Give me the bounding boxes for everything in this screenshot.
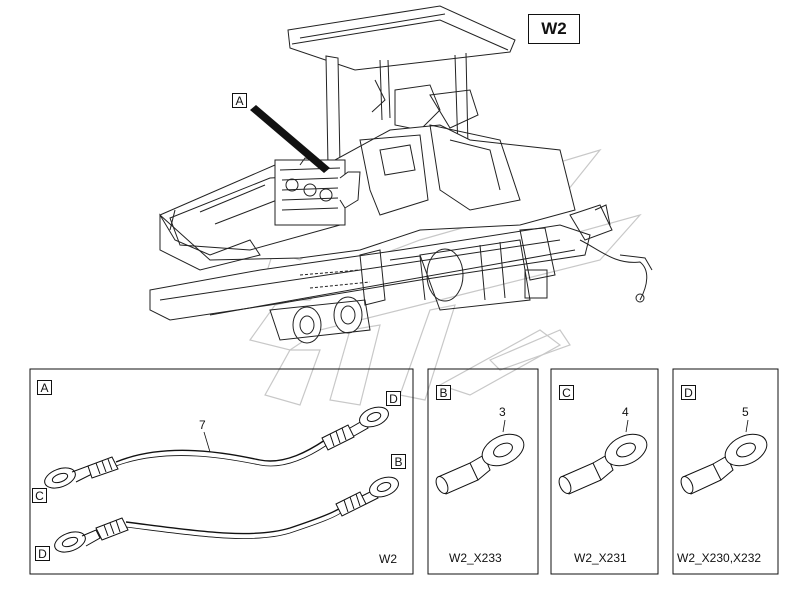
callout-leader-A (250, 105, 330, 173)
panel-A-end-label-C: C (32, 488, 47, 503)
panel-B-part-number: 3 (499, 405, 506, 419)
panel-B-frame (427, 368, 539, 575)
panel-B-id: B (436, 385, 451, 400)
terminal-C (558, 419, 648, 495)
panel-A-id: A (37, 380, 52, 395)
paver-machine-overview (149, 5, 653, 344)
panel-A-end-label-D2: D (35, 546, 50, 561)
terminal-D (680, 419, 768, 495)
canopy-roof (287, 5, 516, 71)
overview-callout-label: A (232, 93, 247, 108)
panel-D-id: D (681, 385, 696, 400)
panel-D-caption: W2_X230,X232 (677, 551, 762, 565)
panel-A-end-label-B: B (391, 454, 406, 469)
canopy-post-left (325, 55, 341, 166)
cable-upper (44, 406, 389, 489)
panel-C-caption: W2_X231 (574, 551, 627, 565)
exhaust-pipe (339, 171, 361, 209)
panel-C-part-number: 4 (622, 405, 629, 419)
hopper (159, 213, 261, 271)
panel-C-frame (550, 368, 659, 575)
panel-D-frame (672, 368, 779, 575)
engine-block (274, 157, 346, 226)
leader-part-7 (203, 431, 211, 453)
panel-A-end-label-D: D (386, 391, 401, 406)
front-wheels (269, 296, 371, 344)
panel-C-id: C (559, 385, 574, 400)
terminal-B (435, 419, 525, 495)
harness-right (579, 239, 648, 301)
engine-hood (159, 124, 576, 261)
cable-lower (54, 476, 399, 553)
panel-A-part-number: 7 (199, 418, 206, 432)
panel-D-part-number: 5 (742, 405, 749, 419)
panel-A-frame (29, 368, 414, 575)
panel-A-caption: W2 (379, 552, 397, 566)
diagram-title-box: W2 (528, 14, 580, 44)
panel-B-caption: W2_X233 (449, 551, 502, 565)
